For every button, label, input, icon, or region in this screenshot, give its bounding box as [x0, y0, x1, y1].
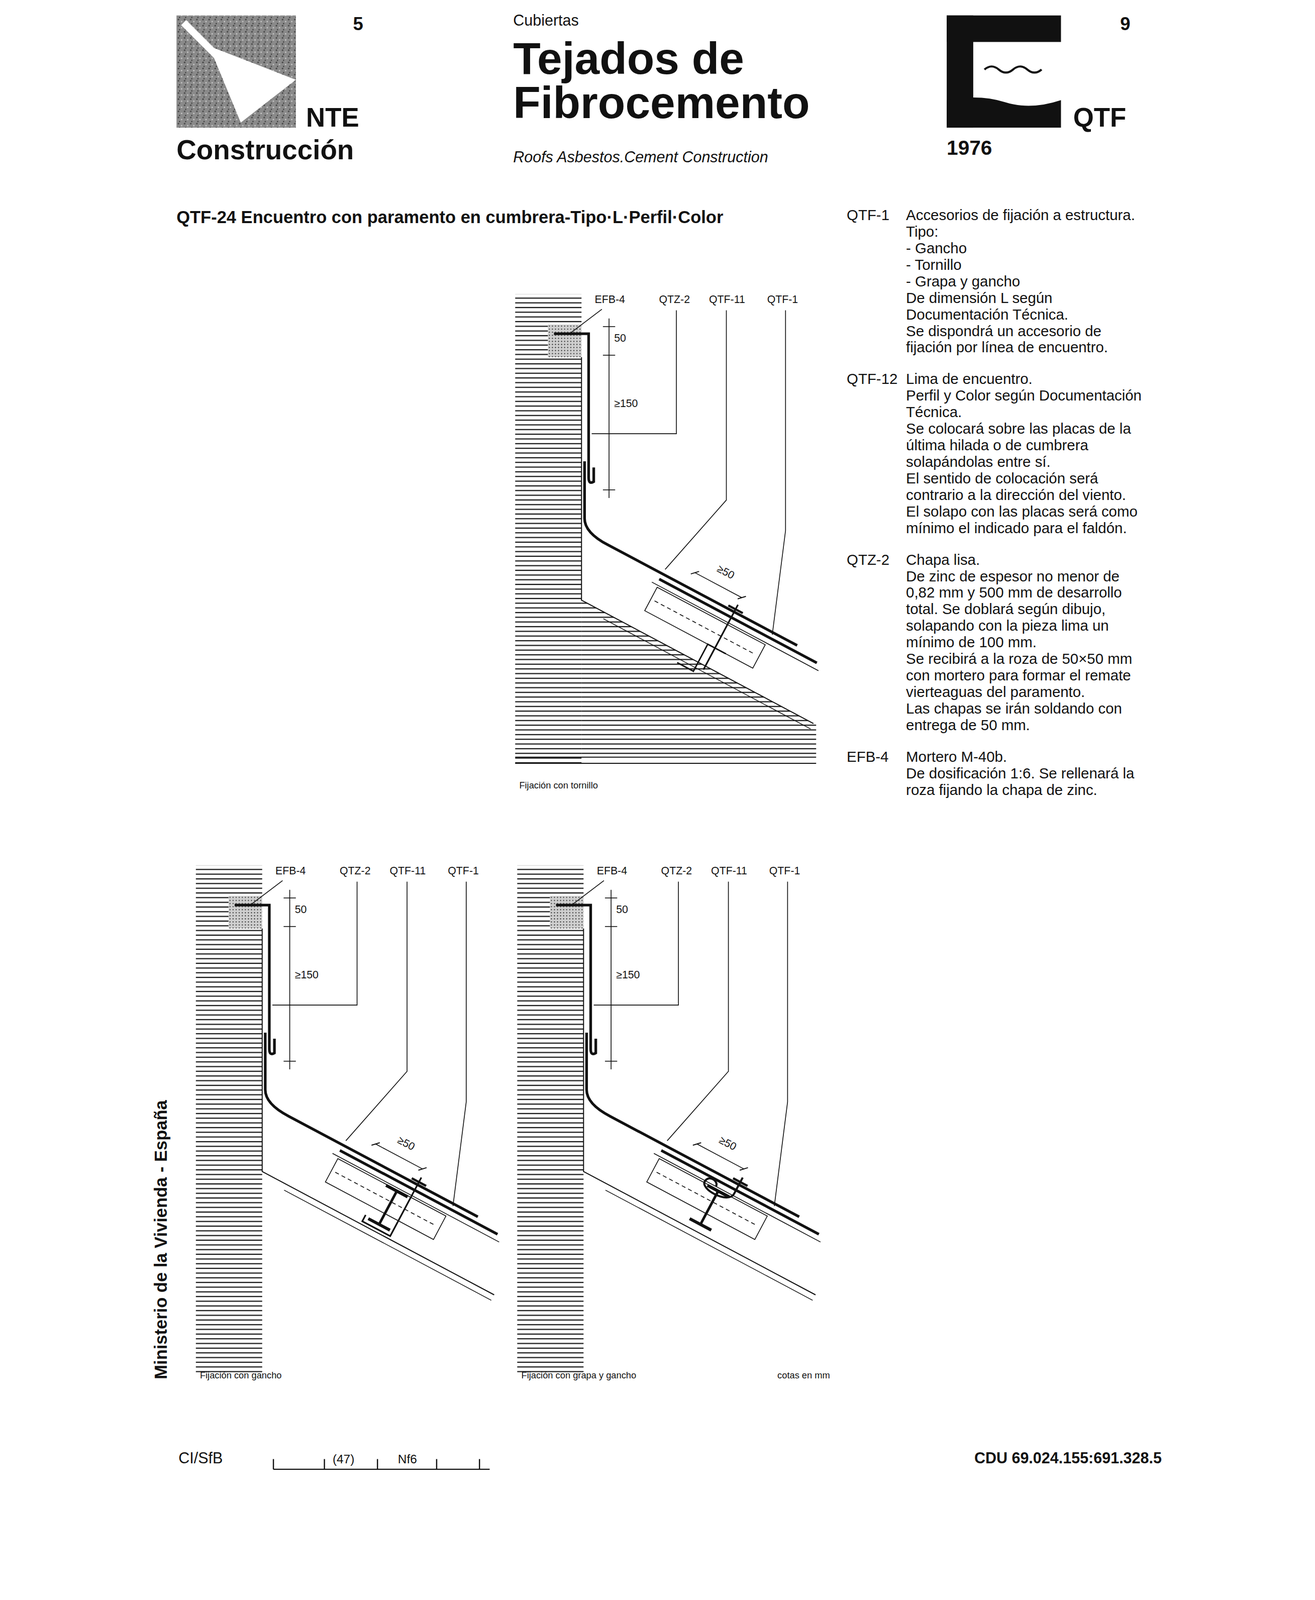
year: 1976 — [946, 136, 992, 160]
section-title: QTF-24 Encuentro con paramento en cumbre… — [176, 208, 724, 228]
callout-code: QTF-11 — [710, 865, 749, 877]
dimension: 50 — [615, 903, 630, 916]
spec-text: Tipo: — [905, 223, 1143, 241]
classification-code: CDU 69.024.155:691.328.5 — [974, 1449, 1162, 1467]
detail-screw — [515, 293, 852, 766]
spec-text: De zinc de espesor no menor de 0,82 mm y… — [905, 568, 1143, 652]
spec-text: - Tornillo — [905, 256, 1143, 274]
specification-entry: EFB-4Mortero M-40b.De dosificación 1:6. … — [846, 748, 1143, 799]
trowel-blade — [209, 46, 296, 123]
page-title: Tejados de Fibrocemento — [513, 36, 881, 125]
dimension: 50 — [613, 332, 628, 345]
dimension: ≥50 — [714, 562, 738, 582]
callout-code: EFB-4 — [593, 293, 627, 306]
spec-text: De dosificación 1:6. Se rellenará la roz… — [905, 765, 1143, 799]
callout-code: QTF-11 — [388, 865, 428, 877]
spec-text: Se colocará sobre las placas de la últim… — [905, 420, 1143, 471]
callout-code: QTZ-2 — [658, 293, 692, 306]
figure-caption: Fijación con tornillo — [519, 780, 598, 791]
callout-code: QTZ-2 — [660, 865, 694, 877]
spec-body: Chapa lisa.De zinc de espesor no menor d… — [905, 551, 1143, 734]
classification-code: Nf6 — [397, 1452, 418, 1467]
sheet-number: 9 — [1120, 14, 1131, 35]
clip-fastener — [517, 1162, 750, 1373]
spec-text: Accesorios de fijación a estructura. — [905, 207, 1143, 224]
logo-qtf — [946, 15, 1061, 128]
spec-text: Se recibirá a la roza de 50×50 mm con mo… — [905, 650, 1143, 701]
callout-code: QTF-1 — [766, 293, 800, 306]
detail-clip — [517, 865, 854, 1337]
dimension: ≥150 — [615, 969, 641, 981]
specification-entry: QTF-12Lima de encuentro.Perfil y Color s… — [846, 370, 1143, 537]
ministry-credit: Ministerio de la Vivienda - España — [151, 1099, 171, 1379]
spec-text: - Grapa y gancho — [905, 273, 1143, 290]
callout-code: QTF-1 — [446, 865, 480, 877]
classification-code: (47) — [332, 1452, 355, 1467]
spec-text: De dimensión L según Documentación Técni… — [905, 289, 1143, 324]
detail-hook — [195, 865, 533, 1337]
dimension: 50 — [293, 903, 309, 916]
floor-hatch — [515, 599, 817, 764]
hook-fastener — [195, 1162, 429, 1373]
spec-body: Lima de encuentro.Perfil y Color según D… — [905, 370, 1143, 537]
specification-column: QTF-1Accesorios de fijación a estructura… — [846, 207, 1143, 814]
spec-text: Las chapas se irán soldando con entrega … — [905, 700, 1143, 734]
spec-text: Perfil y Color según Documentación Técni… — [905, 387, 1143, 421]
dimension: ≥50 — [716, 1133, 740, 1154]
callout-code: QTF-1 — [768, 865, 802, 877]
units-note: cotas en mm — [777, 1370, 831, 1381]
dimension: ≥50 — [394, 1133, 418, 1154]
callout-code: EFB-4 — [595, 865, 629, 877]
spec-code: QTF-1 — [846, 207, 906, 356]
logo-nte — [176, 15, 296, 128]
callout-code: QTZ-2 — [338, 865, 372, 877]
spec-text: - Gancho — [905, 240, 1143, 257]
callout-code: QTF-11 — [707, 293, 747, 306]
classification-bracket — [273, 1459, 490, 1470]
trowel-handle — [183, 22, 219, 58]
series-name: Construcción — [176, 134, 354, 165]
logo-caption: QTF — [1073, 103, 1127, 133]
figure-caption: Fijación con gancho — [199, 1370, 282, 1381]
spec-text: Chapa lisa. — [905, 551, 1143, 569]
spec-code: QTF-12 — [846, 370, 906, 537]
spec-text: El solapo con las placas será como mínim… — [905, 503, 1143, 537]
screw-fastener — [677, 592, 749, 681]
figure-caption: Fijación con grapa y gancho — [521, 1370, 637, 1381]
dimension: ≥150 — [613, 397, 639, 410]
english-subtitle: Roofs Asbestos.Cement Construction — [513, 148, 768, 166]
specification-entry: QTF-1Accesorios de fijación a estructura… — [846, 207, 1143, 356]
dimension: ≥150 — [293, 969, 320, 981]
spec-text: El sentido de colocación será contrario … — [905, 470, 1143, 504]
spec-text: Se dispondrá un accesorio de fijación po… — [905, 323, 1143, 357]
callout-code: EFB-4 — [274, 865, 307, 877]
spec-text: Lima de encuentro. — [905, 370, 1143, 388]
sheet-number: 5 — [353, 14, 364, 35]
logo-caption: NTE — [306, 103, 360, 133]
chapter-name: Cubiertas — [513, 12, 579, 30]
spec-code: EFB-4 — [846, 748, 906, 799]
spec-body: Mortero M-40b.De dosificación 1:6. Se re… — [905, 748, 1143, 799]
spec-code: QTZ-2 — [846, 551, 906, 734]
classification-code: CI/SfB — [178, 1449, 223, 1467]
spec-text: Mortero M-40b. — [905, 748, 1143, 766]
specification-entry: QTZ-2Chapa lisa.De zinc de espesor no me… — [846, 551, 1143, 734]
spec-body: Accesorios de fijación a estructura.Tipo… — [905, 207, 1143, 356]
